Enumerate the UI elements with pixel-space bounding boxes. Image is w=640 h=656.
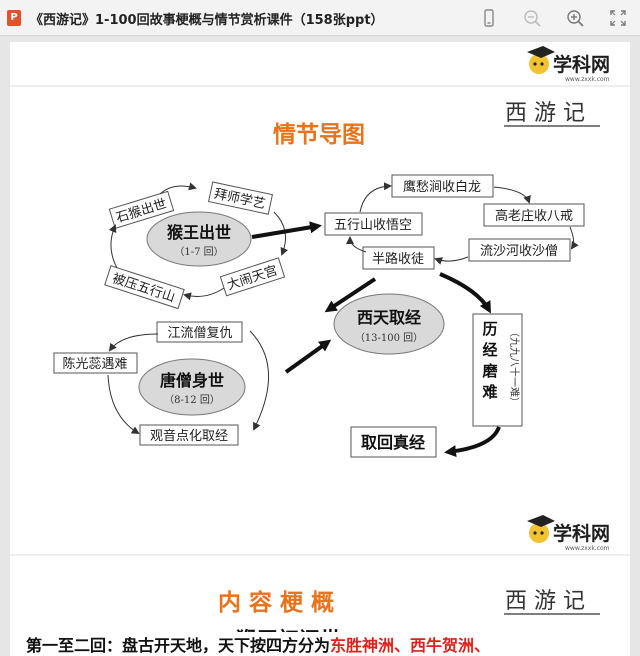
- oval-west-journey-sub: （13-100 回）: [355, 332, 423, 344]
- box-learn-arts: [207, 181, 273, 215]
- box-yingchou-dragon: [391, 174, 494, 198]
- box-chen-guangrui-label: 陈光蕊遇难: [62, 356, 127, 372]
- xueke-logo: 学科网 www.zxxk.com: [527, 46, 610, 83]
- box-halfway-disciples-label: 半路收徒: [372, 251, 424, 267]
- box-bring-back: [350, 426, 437, 458]
- logo-brand: 学科网: [553, 53, 610, 76]
- svg-text:难: 难: [481, 383, 497, 401]
- slide-plot-map: 学科网 www.zxxk.com 西 游 记 情节导图 石猴出世 拜师学艺 猴王…: [10, 42, 630, 547]
- box-stone-monkey: [108, 190, 175, 229]
- box-gaolao-bajie-label: 高老庄收八戒: [495, 208, 573, 224]
- oval-monkey-birth: [146, 211, 252, 267]
- book-title: 西 游 记: [505, 101, 585, 126]
- fullscreen-icon[interactable]: [608, 8, 628, 28]
- oval-tang-origin-title: 唐僧身世: [160, 371, 224, 390]
- oval-monkey-birth-sub: （1-7 回）: [174, 246, 223, 258]
- svg-text:经: 经: [482, 341, 497, 359]
- book-title-2: 西 游 记: [505, 589, 585, 614]
- summary-line-red: 东胜神洲、西牛贺洲、: [330, 636, 491, 655]
- plot-map-diagram: 学科网 www.zxxk.com 西 游 记 情节导图 石猴出世 拜师学艺 猴王…: [10, 46, 630, 458]
- phone-view-icon[interactable]: [479, 8, 499, 28]
- box-bring-back-label: 取回真经: [361, 433, 425, 452]
- summary-line: 第一至二回：盘古开天地，天下按四方分为东胜神洲、西牛贺洲、: [10, 632, 630, 656]
- mascot-icon-2: [529, 523, 549, 543]
- box-trials: [472, 313, 523, 427]
- mascot-icon: [529, 54, 549, 74]
- logo-url: www.zxxk.com: [565, 76, 610, 83]
- slide-heading: 情节导图: [273, 121, 365, 148]
- oval-monkey-birth-title: 猴王出世: [167, 223, 231, 242]
- box-yingchou-dragon-label: 鹰愁涧收白龙: [403, 179, 481, 195]
- svg-text:磨: 磨: [481, 362, 498, 380]
- box-jiangliu-revenge: [156, 321, 243, 343]
- document-title: 《西游记》1-100回故事梗概与情节赏析课件（158张ppt）: [30, 13, 384, 28]
- box-trials-label: 历 经 磨 难: [481, 320, 498, 401]
- box-halfway-disciples: [362, 246, 435, 270]
- box-under-mountain: [104, 265, 185, 310]
- slide-viewer[interactable]: 学科网 www.zxxk.com 西 游 记 情节导图 石猴出世 拜师学艺 猴王…: [0, 36, 640, 656]
- summary-line-text: 第一至二回：盘古开天地，天下按四方分为: [26, 636, 331, 655]
- tang-cluster: 江流僧复仇 陈光蕊遇难 唐僧身世 （8-12 回） 观音点化取经: [53, 321, 270, 446]
- box-jiangliu-revenge-label: 江流僧复仇: [167, 326, 232, 341]
- logo-brand-2: 学科网: [553, 522, 610, 545]
- zoom-in-icon[interactable]: [565, 8, 585, 28]
- oval-west-journey: [333, 293, 445, 355]
- svg-text:历: 历: [482, 320, 497, 338]
- viewer-toolbar: P 《西游记》1-100回故事梗概与情节赏析课件（158张ppt）: [0, 0, 640, 36]
- box-havoc-heaven: [219, 257, 286, 297]
- box-trials-sub: （九九八十一难）: [508, 327, 521, 407]
- summary-heading: 内 容 梗 概: [218, 589, 334, 616]
- box-guanyin-enlighten-label: 观音点化取经: [150, 428, 228, 444]
- logo-url-2: www.zxxk.com: [565, 545, 610, 552]
- box-wuxing-wukong: [324, 212, 423, 236]
- box-chen-guangrui: [53, 352, 138, 374]
- box-guanyin-enlighten: [139, 424, 239, 446]
- box-gaolao-bajie: [483, 203, 585, 227]
- oval-tang-origin-sub: （8-12 回）: [164, 394, 220, 406]
- box-liusha-sha: [468, 238, 571, 262]
- oval-tang-origin: [138, 358, 246, 416]
- ppt-file-icon: P: [7, 10, 21, 26]
- xueke-logo-2: 学科网 www.zxxk.com: [527, 515, 610, 552]
- box-wuxing-wukong-label: 五行山收悟空: [334, 218, 412, 233]
- zoom-out-icon[interactable]: [522, 8, 542, 28]
- oval-west-journey-title: 西天取经: [357, 308, 421, 327]
- box-liusha-sha-label: 流沙河收沙僧: [480, 244, 558, 259]
- monkey-cluster: 石猴出世 拜师学艺 猴王出世 （1-7 回） 大闹天宫 被压五行山: [104, 181, 288, 310]
- journey-cluster: 五行山收悟空 鹰愁涧收白龙 高老庄收八戒 流沙河收沙僧 半路收徒 西天取经 （1…: [324, 174, 585, 355]
